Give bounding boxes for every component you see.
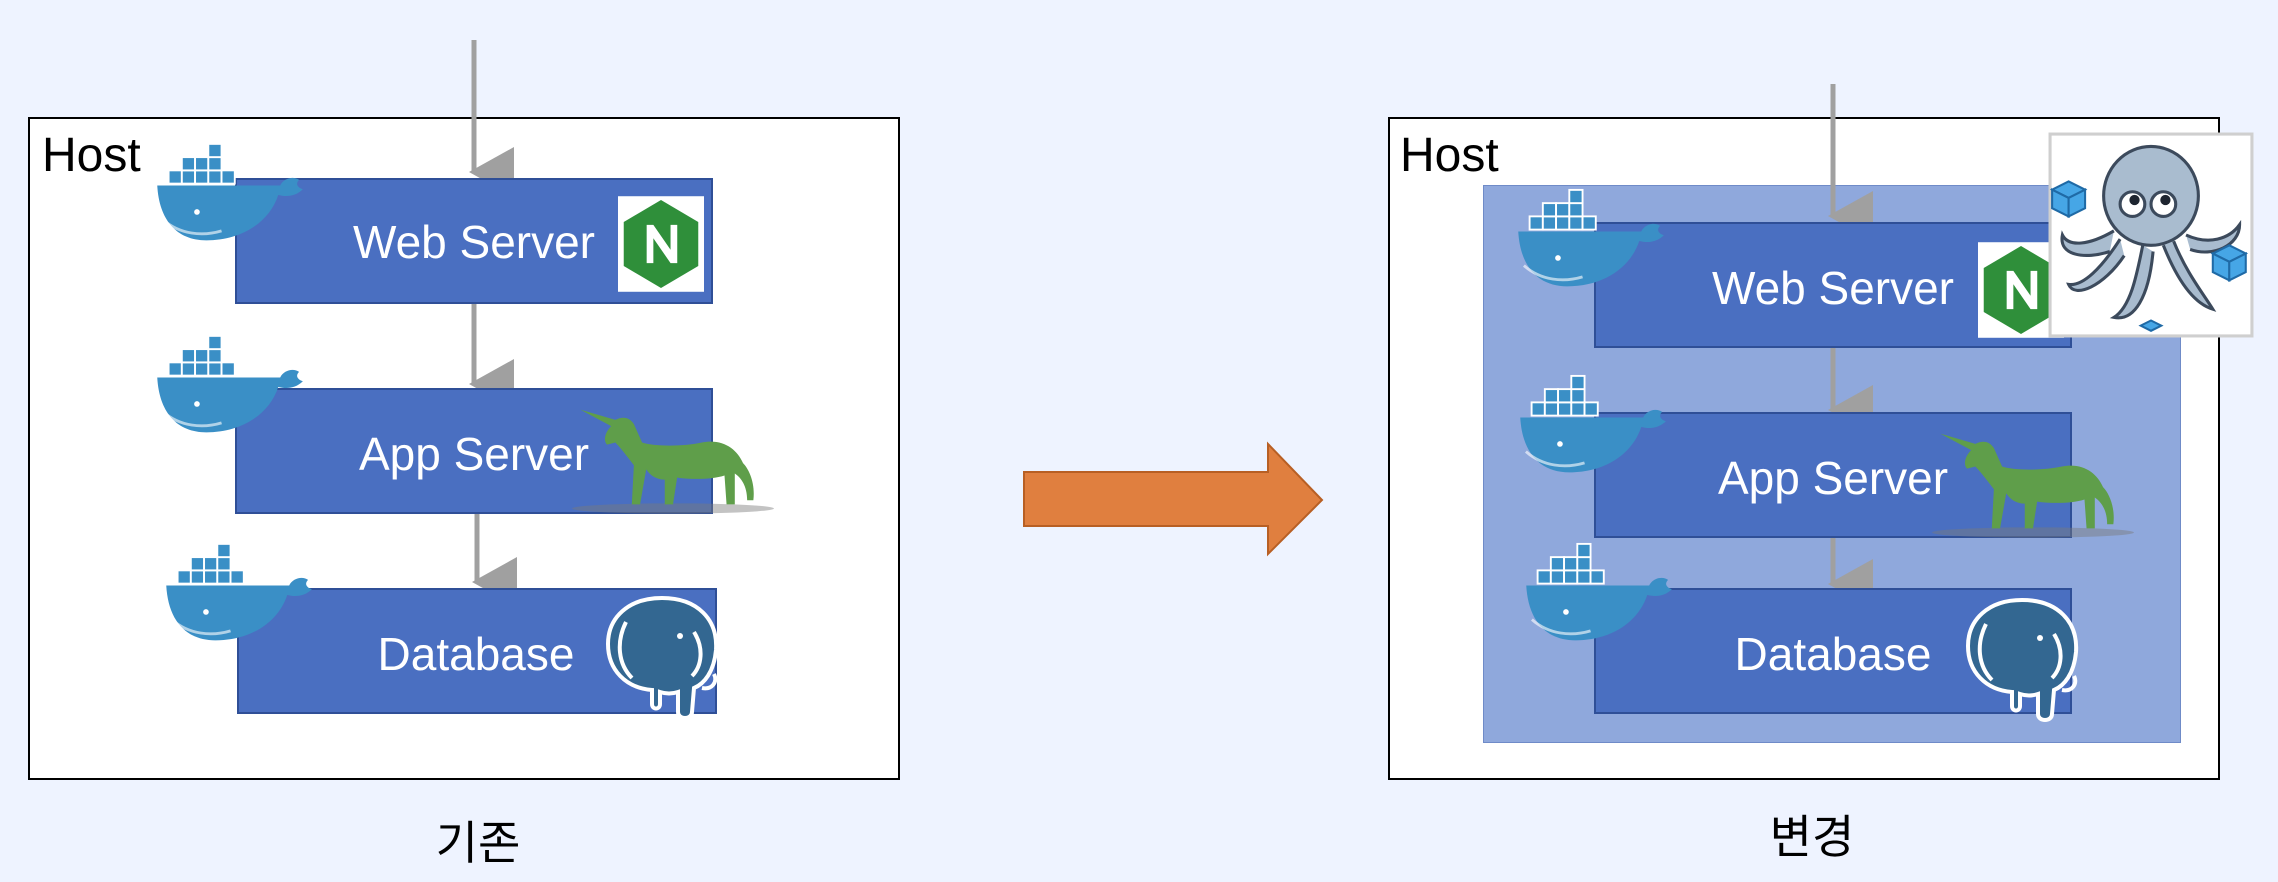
left-database-label: Database xyxy=(377,628,575,680)
docker-compose-octopus-icon xyxy=(2048,132,2254,338)
right-app-unicorn-icon xyxy=(1930,420,2136,544)
right-app-docker-whale-icon xyxy=(1518,374,1670,478)
left-caption: 기존 xyxy=(435,817,521,869)
left-web-server-label: Web Server xyxy=(352,216,596,268)
right-db-docker-whale-icon xyxy=(1524,542,1676,646)
left-host-label: Host xyxy=(42,129,141,182)
left-app-server-label: App Server xyxy=(358,428,590,480)
right-app-server-label: App Server xyxy=(1717,452,1949,504)
right-db-postgresql-icon xyxy=(1962,594,2082,724)
right-web-docker-whale-icon xyxy=(1516,188,1668,292)
right-caption: 변경 xyxy=(1769,811,1855,863)
right-web-server-label: Web Server xyxy=(1711,262,1955,314)
right-database-label: Database xyxy=(1734,628,1932,680)
right-host-label: Host xyxy=(1400,129,1499,182)
